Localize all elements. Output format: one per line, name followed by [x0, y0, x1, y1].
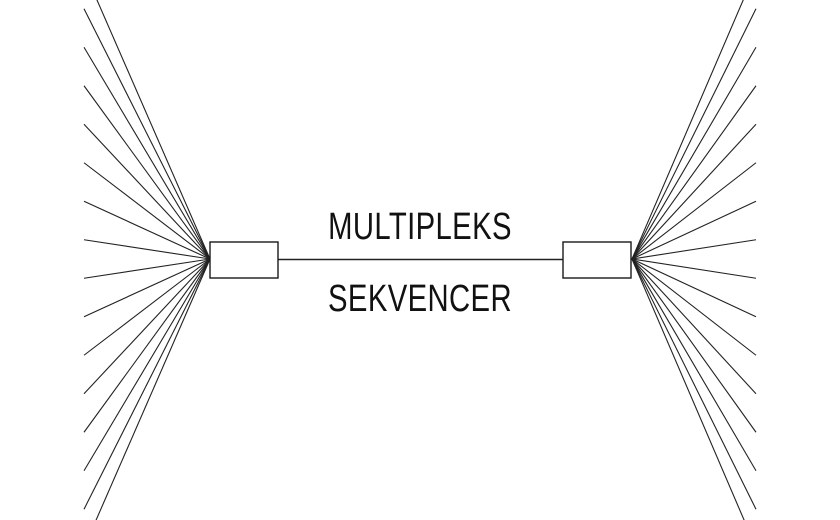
demultiplexer-box	[562, 241, 632, 279]
sekvencer-label: SEKVENCER	[328, 278, 512, 320]
input-lines	[83, 162, 211, 260]
output-lines	[631, 258, 757, 395]
output-lines	[631, 85, 757, 260]
input-lines	[95, 258, 211, 520]
input-lines	[83, 258, 211, 510]
output-lines	[631, 258, 745, 520]
input-lines	[83, 85, 211, 260]
output-lines	[631, 46, 757, 260]
input-lines	[83, 258, 211, 433]
input-lines	[83, 258, 211, 395]
input-lines	[83, 239, 211, 260]
input-lines	[83, 46, 211, 260]
multipleks-label: MULTIPLEKS	[328, 206, 512, 248]
input-lines	[83, 258, 211, 472]
multiplexer-box	[209, 241, 279, 279]
output-lines	[631, 258, 757, 510]
input-lines	[83, 200, 211, 260]
input-lines	[83, 258, 211, 279]
right-fan-lines	[631, 0, 757, 520]
output-lines	[631, 200, 757, 260]
output-lines	[631, 239, 757, 260]
output-lines	[631, 258, 757, 318]
output-lines	[631, 123, 757, 260]
output-lines	[631, 258, 757, 279]
input-lines	[96, 0, 211, 260]
input-lines	[83, 258, 211, 318]
output-lines	[631, 162, 757, 260]
output-lines	[631, 258, 757, 472]
left-fan-lines	[83, 0, 211, 520]
output-lines	[631, 8, 757, 260]
input-lines	[83, 8, 211, 260]
output-lines	[631, 0, 744, 260]
input-lines	[83, 258, 211, 356]
output-lines	[631, 258, 757, 433]
input-lines	[83, 123, 211, 260]
output-lines	[631, 258, 757, 356]
